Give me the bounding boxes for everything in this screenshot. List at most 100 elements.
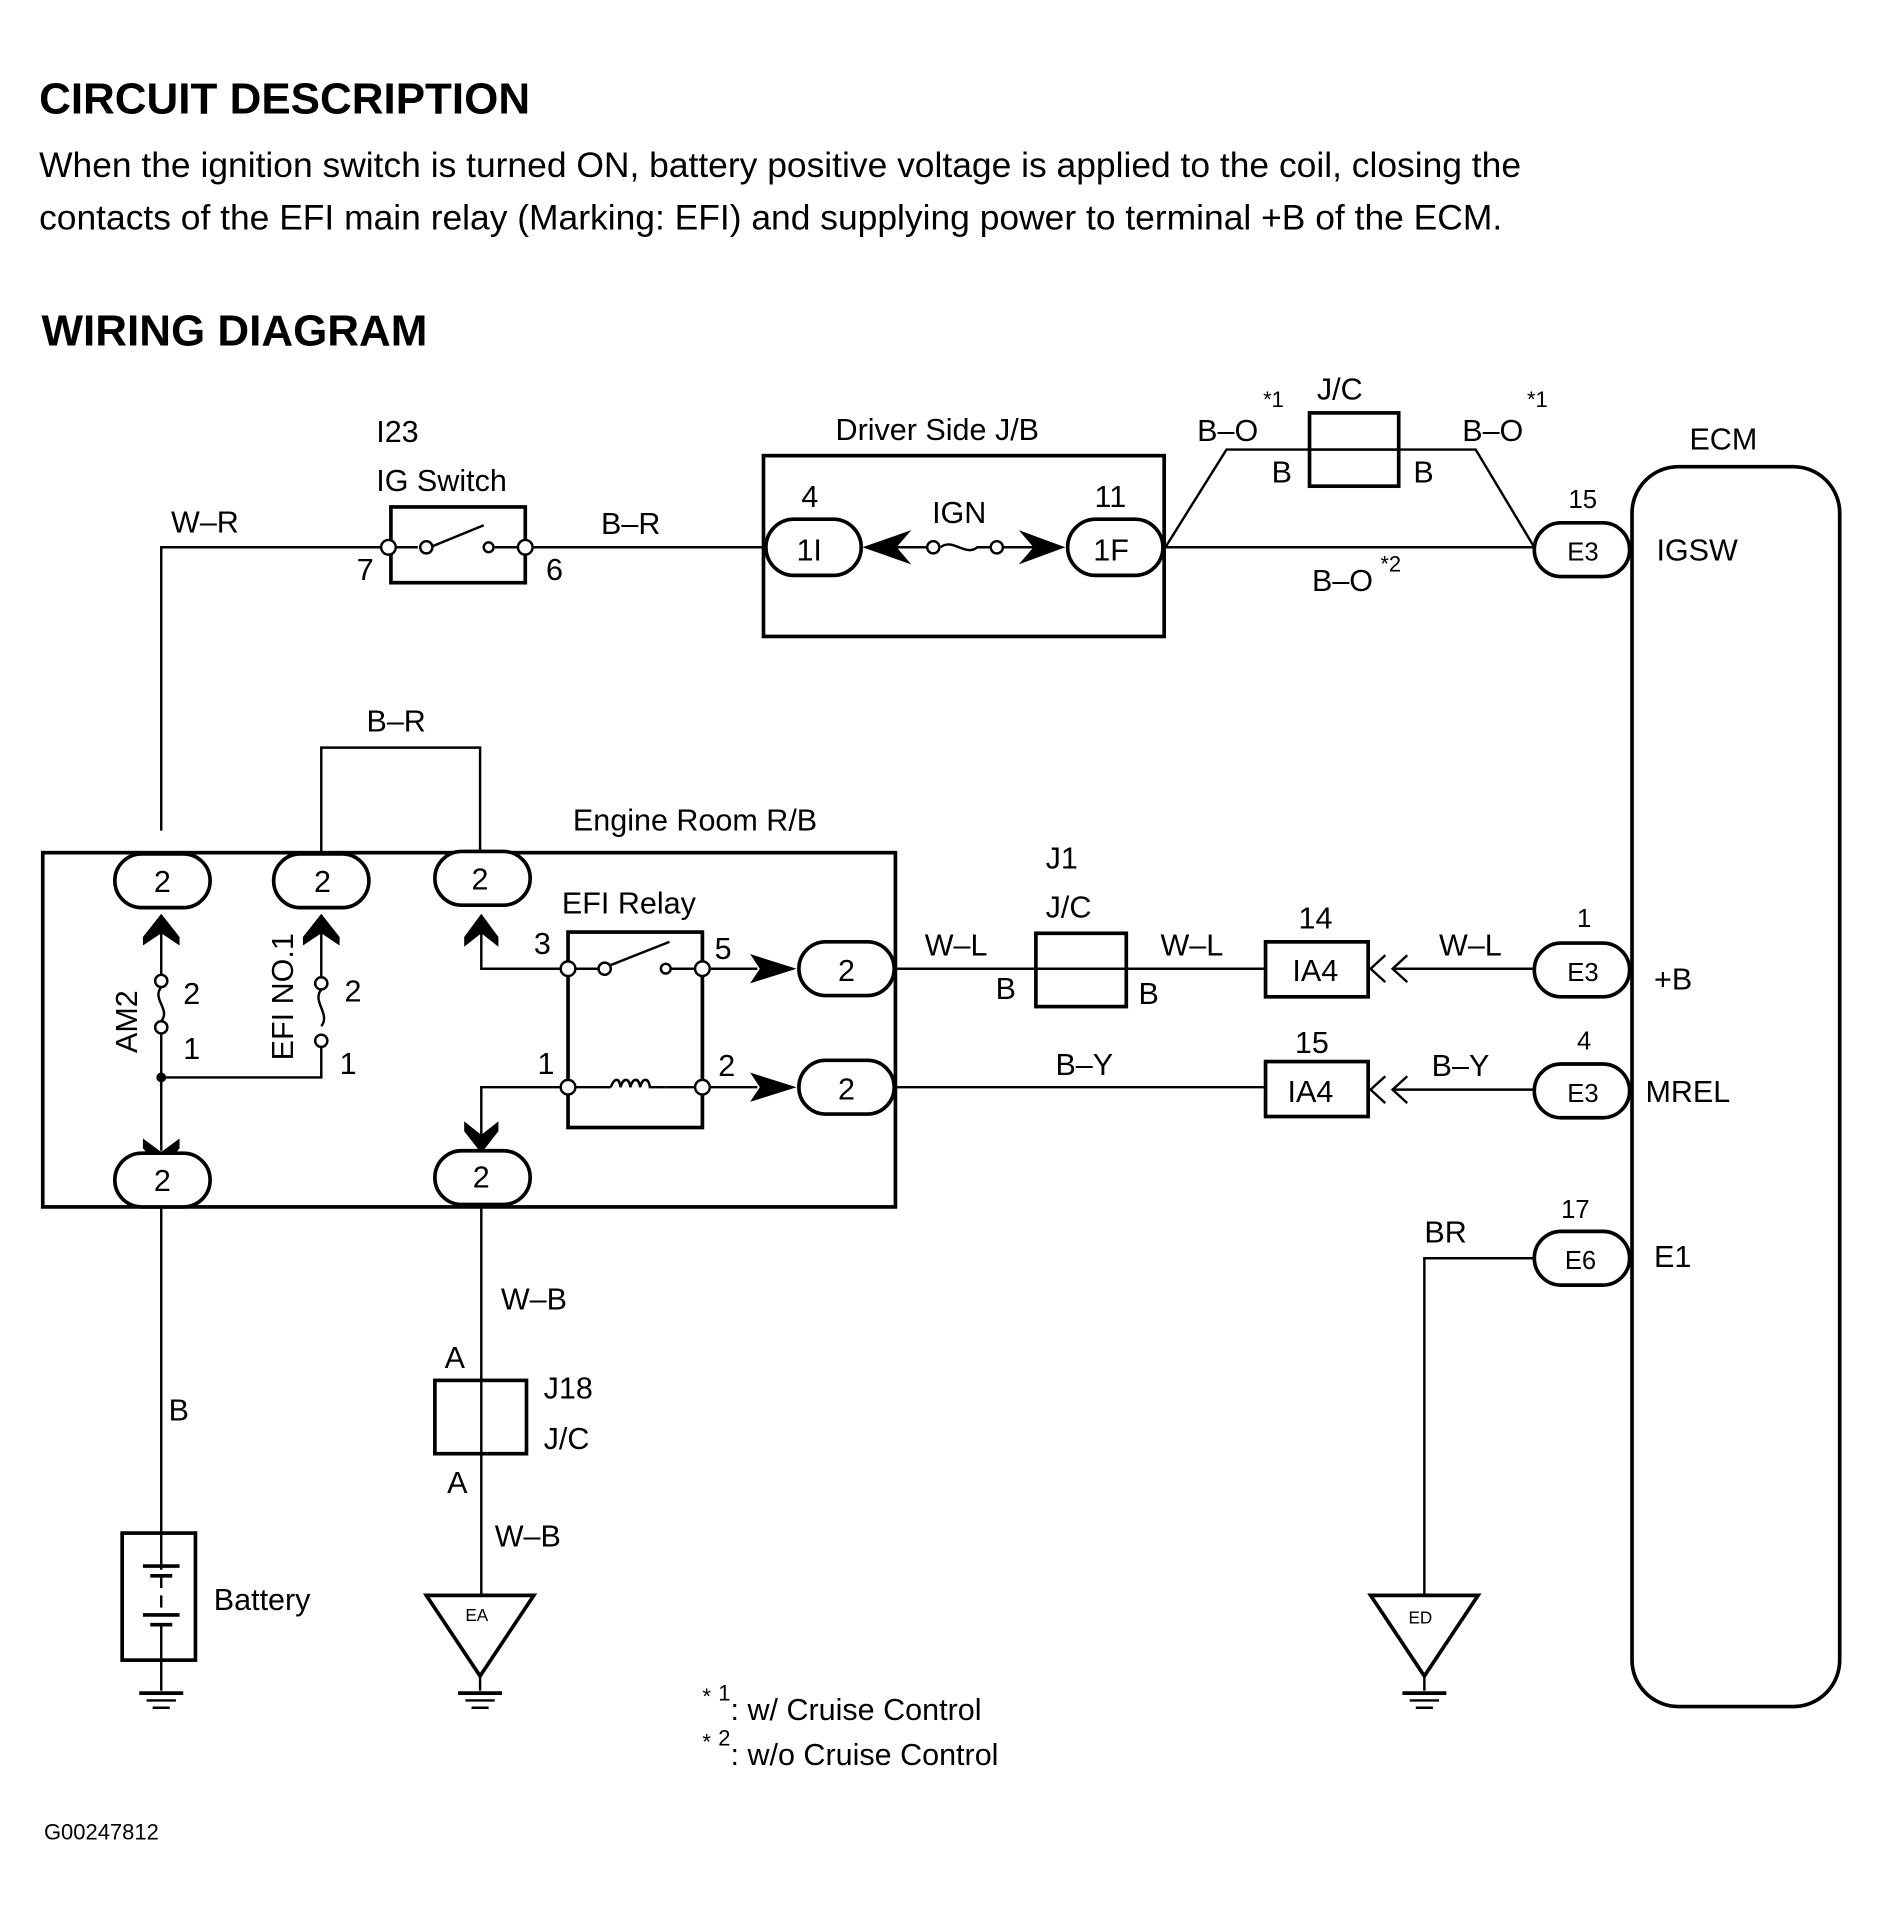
efi-relay-box [566, 930, 705, 1130]
rb-connector-relay-2 [797, 1058, 897, 1116]
am2-fuse-label: AM2 [110, 990, 144, 1053]
battery-circuit: B Battery [120, 1206, 311, 1709]
switch-lever [429, 524, 485, 549]
rb-connector-label: 2 [472, 862, 489, 896]
arrow-up-icon [142, 913, 180, 946]
connector-e3-igsw [1532, 521, 1632, 579]
ground-ed-label: ED [1408, 1608, 1432, 1627]
wire-label-b: B [169, 1394, 189, 1428]
ig-pin-6: 6 [546, 553, 563, 587]
j1-code: J1 [1046, 842, 1078, 876]
rb-connector-label: 2 [314, 865, 331, 899]
circuit-description-title: CIRCUIT DESCRIPTION [39, 75, 530, 124]
rb-connector-am2-top [112, 852, 212, 910]
ecm-terminal-plus-b: +B [1654, 962, 1692, 996]
ig-switch-box [389, 505, 528, 585]
driver-side-jb: Driver Side J/B 4 11 1I 1F IGN [761, 413, 1166, 639]
j18-ground-circuit: W–B A J18 J/C A W–B EA [422, 1204, 593, 1709]
am2-fuse [157, 986, 166, 1023]
ecm-box [1630, 464, 1842, 1709]
ecm-label: ECM [1689, 423, 1757, 457]
arrow-down-icon [464, 1121, 499, 1154]
wire-b-o-cruise [1164, 448, 1536, 548]
j18-code: J18 [544, 1372, 593, 1406]
relay-contact [610, 940, 670, 967]
rb-connector-efi-top [271, 852, 371, 910]
note-mark-right: *1 [1527, 387, 1548, 412]
ign-fuse [939, 543, 992, 552]
wire-label-b-o-right: B–O [1462, 414, 1523, 448]
efi-no1-fuse [317, 988, 326, 1027]
connector-e3-mrel-label: E3 [1567, 1080, 1598, 1108]
ecm-pin-17: 17 [1561, 1196, 1590, 1224]
wire-w-r [160, 546, 389, 831]
arrow-up-icon [302, 913, 340, 946]
jb-pin-4: 4 [801, 480, 818, 514]
note-1-mark: * [702, 1684, 711, 1709]
j1-box [1034, 931, 1129, 1009]
ia4-pin-15: 15 [1295, 1026, 1329, 1060]
engine-rb-label: Engine Room R/B [573, 804, 817, 838]
wire-label-b-r-loop: B–R [366, 705, 425, 739]
rb-connector-relay-5 [797, 940, 897, 998]
ign-fuse-label: IGN [932, 496, 986, 530]
arrow-right-icon [750, 1072, 797, 1102]
battery-box [120, 1531, 198, 1662]
j1-pin-right: B [1139, 977, 1159, 1011]
relay-coil [609, 1078, 666, 1089]
wiring-diagram-title: WIRING DIAGRAM [42, 307, 428, 356]
wire-label-w-l-ecm: W–L [1439, 928, 1502, 962]
wire-label-w-l-left: W–L [925, 928, 988, 962]
relay-pin-5: 5 [715, 932, 732, 966]
wire-label-br: BR [1424, 1215, 1466, 1249]
connector-e3-b-label: E3 [1567, 959, 1598, 987]
chevron-icon [1368, 1075, 1387, 1104]
e1-ground-circuit: BR ED [1367, 1215, 1535, 1709]
connector-e3-mrel [1532, 1062, 1632, 1120]
note-mark-left: *1 [1263, 387, 1284, 412]
ecm-terminal-mrel: MREL [1645, 1075, 1730, 1109]
note-2-text: : w/o Cruise Control [731, 1738, 999, 1772]
connector-1f [1065, 517, 1165, 578]
note-mark-bypass: *2 [1380, 552, 1401, 577]
ecm-terminal-igsw: IGSW [1656, 534, 1738, 568]
ia4-pin-14: 14 [1299, 901, 1333, 935]
footnotes: * 1 : w/ Cruise Control * 2 : w/o Cruise… [702, 1680, 998, 1772]
arrow-left-icon [862, 530, 912, 565]
efi-no1-fuse-label: EFI NO.1 [266, 933, 300, 1060]
connector-1i [764, 517, 864, 578]
top-jc: J/C B–O *1 B–O *1 B B B–O *2 [1164, 372, 1548, 598]
description-line-1: When the ignition switch is turned ON, b… [39, 145, 1521, 185]
arrow-right-icon [750, 954, 797, 984]
engine-room-rb: Engine Room R/B B–R 2 2 2 2 1 AM2 2 1 EF… [40, 705, 898, 1209]
arrow-right-icon [1018, 530, 1066, 565]
ground-point-ea [422, 1593, 538, 1680]
ecm-pin-4: 4 [1577, 1027, 1591, 1055]
wire-br [1423, 1257, 1535, 1596]
connector-e3-igsw-label: E3 [1567, 539, 1598, 567]
battery-label: Battery [214, 1583, 311, 1617]
efi-no1-pin-1: 1 [340, 1047, 357, 1081]
j18-box [433, 1378, 529, 1456]
am2-pin-2: 2 [183, 977, 200, 1011]
j18-pin-top: A [445, 1341, 466, 1375]
top-jc-pin-left: B [1272, 456, 1292, 490]
wire-label-b-r: B–R [601, 507, 660, 541]
ecm-terminal-e1: E1 [1654, 1240, 1691, 1274]
note-2-mark: * [702, 1729, 711, 1754]
driver-jb-label: Driver Side J/B [836, 413, 1040, 447]
chevron-icon [1368, 954, 1387, 984]
wire-label-b-y-left: B–Y [1055, 1048, 1113, 1082]
rb-connector-label: 2 [838, 1072, 855, 1106]
ecm-pin-15: 15 [1569, 486, 1598, 514]
wire-b-r-loop [320, 746, 482, 853]
rb-connector-label: 2 [154, 1164, 171, 1198]
ig-switch: W–R I23 IG Switch 7 6 B–R [160, 415, 765, 831]
figure-code: G00247812 [44, 1820, 159, 1845]
relay-pin-2: 2 [718, 1049, 735, 1083]
relay-pin-1: 1 [537, 1047, 554, 1081]
description-line-2: contacts of the EFI main relay (Marking:… [39, 198, 1502, 238]
jb-pin-11: 11 [1095, 480, 1127, 514]
ground-point-ed [1367, 1593, 1482, 1680]
